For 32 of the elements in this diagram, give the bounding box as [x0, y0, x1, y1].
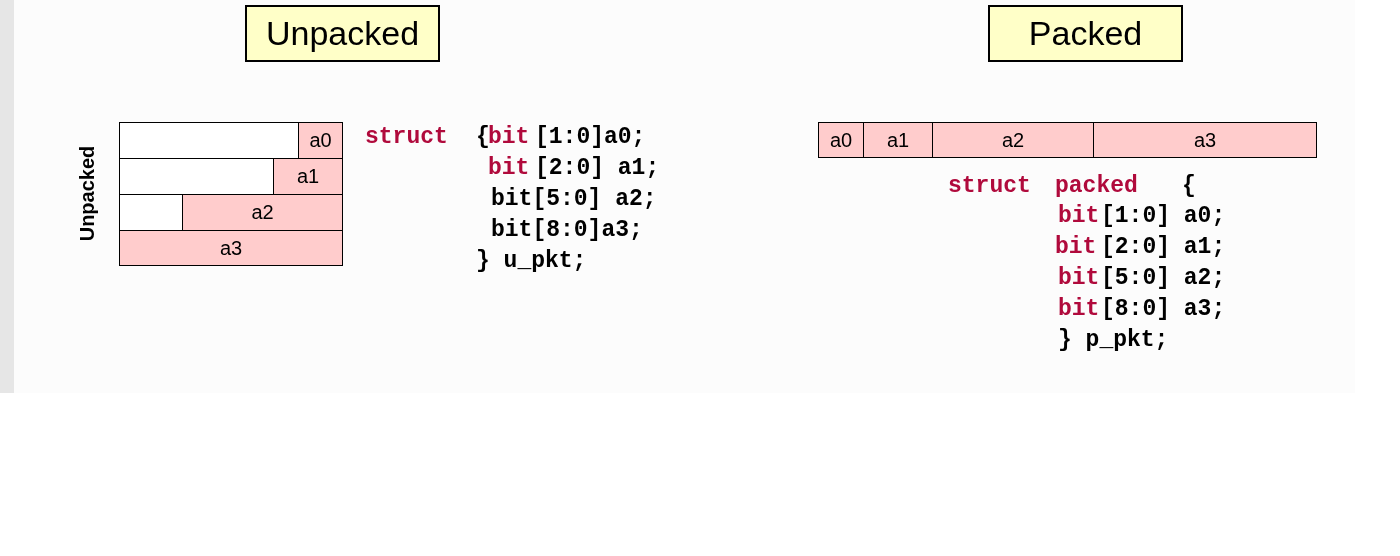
- code-keyword: bit: [1055, 235, 1097, 259]
- bit-field-block: a0: [298, 122, 343, 159]
- code-text: bit[5:0] a2;: [491, 187, 657, 211]
- code-keyword: packed: [1055, 174, 1138, 198]
- bit-field-block: a1: [863, 122, 933, 158]
- bit-field-block: a0: [818, 122, 864, 158]
- bit-field-block: a3: [119, 230, 343, 266]
- code-text: } u_pkt;: [476, 249, 587, 273]
- code-keyword: struct: [948, 174, 1031, 198]
- code-text: {: [476, 125, 490, 149]
- bit-field-block: a3: [1093, 122, 1317, 158]
- code-text: [2:0] a1;: [1101, 235, 1226, 259]
- code-keyword: bit: [1058, 204, 1100, 228]
- title-box: Packed: [988, 5, 1183, 62]
- code-keyword: struct: [365, 125, 448, 149]
- axis-label: Unpacked: [76, 145, 100, 241]
- unused-bits-block: [119, 122, 299, 159]
- code-keyword: bit: [488, 125, 530, 149]
- code-text: bit[8:0]a3;: [491, 218, 643, 242]
- code-text: [1:0] a0;: [1101, 204, 1226, 228]
- bit-field-block: a2: [932, 122, 1094, 158]
- code-text: [5:0] a2;: [1101, 266, 1226, 290]
- title-box: Unpacked: [245, 5, 440, 62]
- bit-field-block: a1: [273, 158, 343, 195]
- code-text: [8:0] a3;: [1101, 297, 1226, 321]
- code-text: [2:0] a1;: [535, 156, 660, 180]
- code-text: [1:0]a0;: [535, 125, 646, 149]
- code-keyword: bit: [1058, 266, 1100, 290]
- code-keyword: bit: [1058, 297, 1100, 321]
- bit-field-block: a2: [182, 194, 343, 231]
- code-keyword: bit: [488, 156, 530, 180]
- code-text: } p_pkt;: [1058, 328, 1169, 352]
